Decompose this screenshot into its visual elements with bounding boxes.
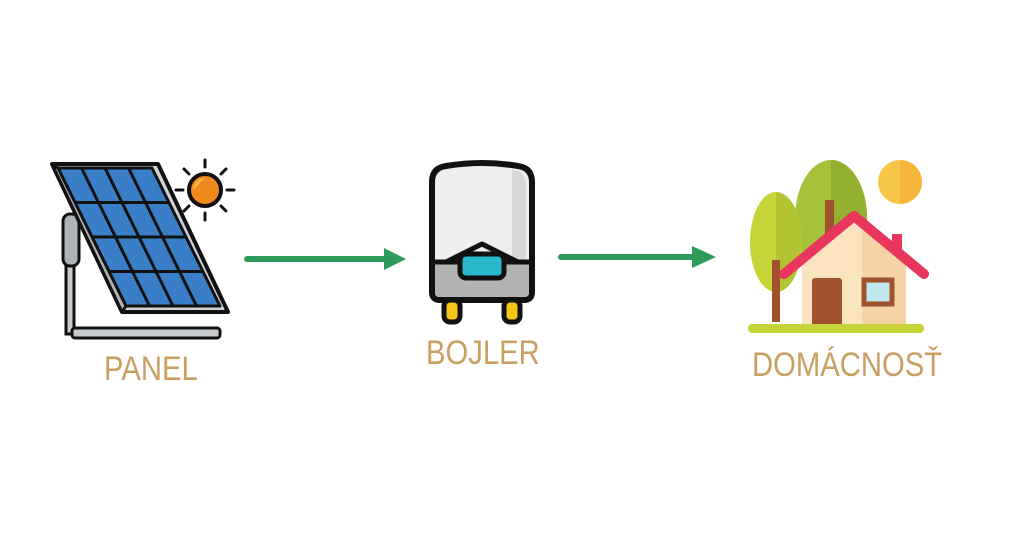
water-heater-icon	[429, 160, 535, 325]
house-icon	[748, 160, 929, 333]
node-label-boiler: BOJLER	[426, 334, 540, 372]
solar-panel-icon	[50, 158, 236, 340]
node-label-home: DOMÁCNOSŤ	[752, 346, 943, 384]
sun-icon	[174, 158, 236, 222]
node-label-panel: PANEL	[104, 350, 198, 388]
arrow-panel-to-boiler	[244, 248, 406, 270]
arrow-boiler-to-home	[558, 246, 716, 268]
